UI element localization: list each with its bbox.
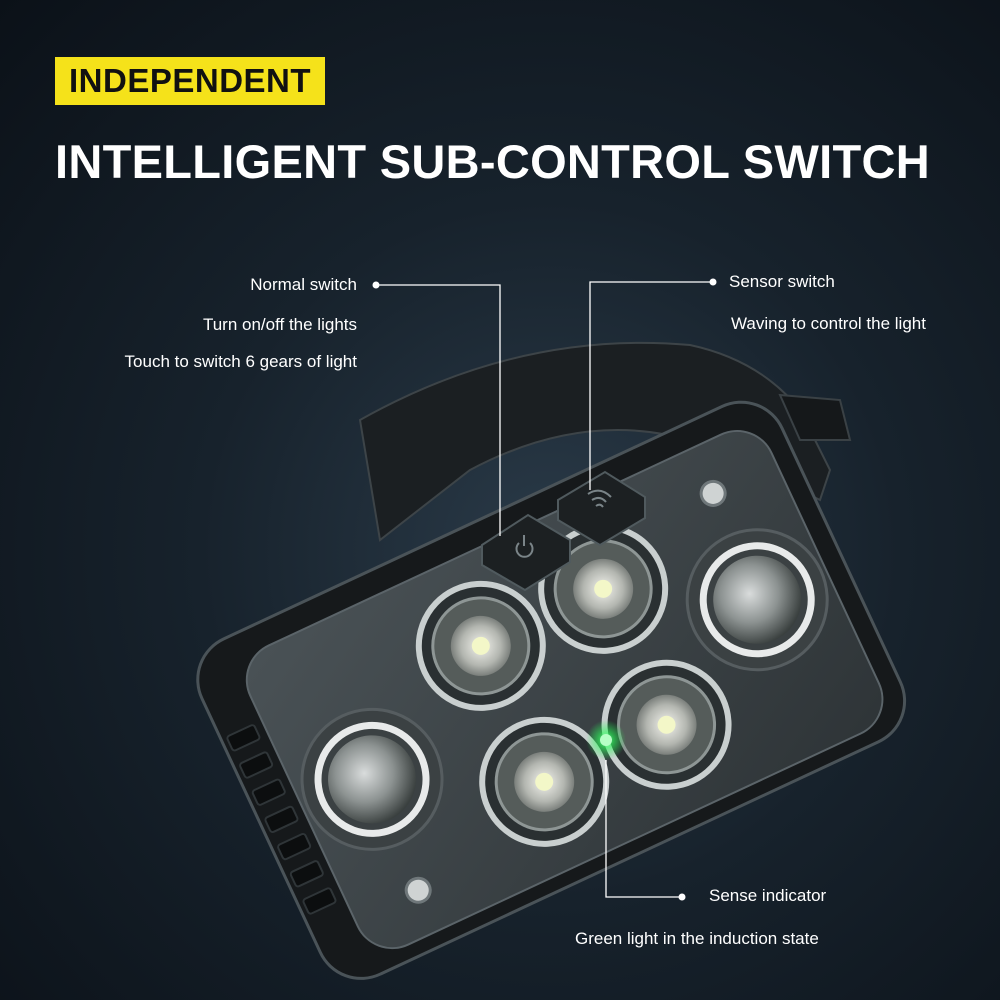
sensor-button	[557, 470, 646, 547]
normal-switch-line1: Turn on/off the lights	[202, 315, 357, 334]
independent-badge: INDEPENDENT	[55, 57, 326, 105]
power-button	[481, 513, 571, 592]
headline-title: INTELLIGENT SUB-CONTROL SWITCH	[55, 135, 930, 188]
normal-switch-line2: Touch to switch 6 gears of light	[124, 352, 357, 371]
right-side-lens	[685, 528, 829, 672]
reflector-bottom-left	[479, 716, 610, 847]
left-side-lens	[300, 707, 444, 851]
reflector-top-right	[538, 523, 669, 654]
sense-indicator-title: Sense indicator	[709, 886, 827, 905]
headband	[358, 341, 832, 542]
sense-indicator-line1: Green light in the induction state	[575, 929, 819, 948]
callout-lines	[376, 281, 713, 898]
sensor-switch-line1: Waving to control the light	[731, 314, 926, 333]
reflector-top-left	[415, 580, 546, 711]
power-icon	[515, 535, 534, 558]
wave-sensor-icon	[587, 489, 612, 508]
sensor-switch-title: Sensor switch	[729, 272, 835, 291]
sense-indicator-led	[586, 720, 626, 760]
headlamp-body	[196, 400, 907, 980]
normal-switch-title: Normal switch	[250, 275, 357, 294]
